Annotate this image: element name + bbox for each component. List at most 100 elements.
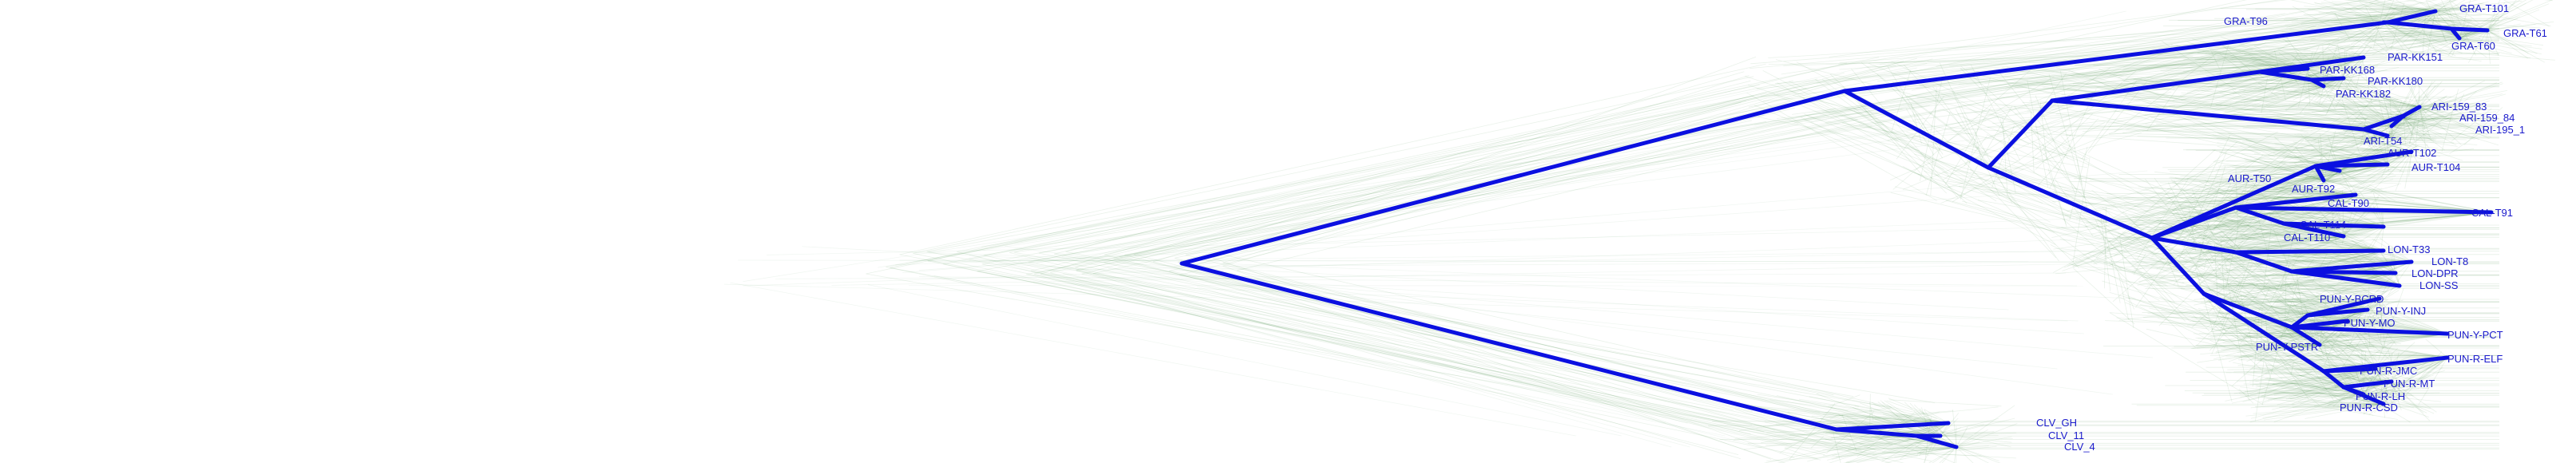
cloud-fan-line: [1005, 246, 2113, 395]
branch-punr-punr2: [2321, 369, 2346, 390]
tip-label-ari-195_1: ARI-195_1: [2475, 124, 2525, 136]
cloud-fan-line: [928, 251, 2136, 299]
cloud-tree-46: [913, 3, 2492, 462]
cloud-fan-line: [933, 275, 1726, 437]
branch-lon-LON-T33: [2233, 248, 2386, 255]
branch-pun-puny: [2201, 291, 2294, 330]
branch-low-lon: [2150, 235, 2238, 255]
branch-lon2-LON-SS: [2289, 269, 2402, 288]
cloud-fan-line: [767, 226, 2088, 255]
tip-label-pun-r-lh: PUN-R-LH: [2356, 390, 2405, 402]
cloud-fan-line: [743, 77, 2047, 282]
tip-label-clv_4: CLV_4: [2064, 441, 2095, 453]
tip-labels: GRA-T101GRA-T61GRA-T96GRA-T60PAR-KK151PA…: [2036, 2, 2547, 453]
branch-mid-low: [1986, 165, 2154, 240]
tip-label-par-kk168: PAR-KK168: [2320, 64, 2375, 76]
tip-label-par-kk182: PAR-KK182: [2336, 88, 2391, 100]
tip-label-pun-y-inj: PUN-Y-INJ: [2376, 305, 2426, 317]
cloud-fan-line: [969, 10, 2126, 260]
tip-label-gra-t101: GRA-T101: [2459, 2, 2509, 14]
branch-cal2-CAL-T110: [2281, 221, 2346, 239]
cloud-fan-line: [1083, 116, 2068, 250]
branch-clv2-CLV_4: [1914, 433, 1959, 449]
branch-cal-CAL-T90: [2233, 192, 2358, 210]
branch-aur-AUR-T104: [2313, 162, 2390, 168]
tip-label-aur-t92: AUR-T92: [2292, 183, 2335, 195]
cloud-fan-line: [918, 194, 2006, 271]
cloud-tree-10: [1038, 10, 2492, 463]
cloud-fan-line: [1173, 261, 2181, 267]
cloud-fan-line: [1065, 279, 1672, 448]
cloud-fan-line: [775, 272, 2067, 279]
tip-label-pun-r-jmc: PUN-R-JMC: [2360, 365, 2417, 377]
tip-label-pun-y-pct: PUN-Y-PCT: [2447, 329, 2503, 341]
branch-gra-gra2: [2385, 20, 2454, 31]
tip-label-ari-t54: ARI-T54: [2364, 135, 2402, 147]
tip-label-pun-r-elf: PUN-R-ELF: [2447, 353, 2503, 365]
branch-park2-PAR-KK182: [2309, 77, 2326, 89]
branch-top-mid: [1842, 89, 1991, 170]
cloud-fan-line: [730, 282, 1576, 437]
branch-cal-cal2: [2233, 205, 2286, 226]
branch-park-park2: [2257, 69, 2314, 82]
tip-label-clv_11: CLV_11: [2048, 429, 2084, 441]
branch-punr2-PUN-R-CSD: [2341, 385, 2386, 406]
tip-label-aur-t50: AUR-T50: [2228, 172, 2271, 184]
tip-label-lon-ss: LON-SS: [2419, 279, 2459, 291]
branch-ari2-ARI-195_1: [2389, 113, 2406, 129]
tip-label-cal-t110: CAL-T110: [2284, 232, 2330, 243]
cloud-fan-line: [981, 77, 2068, 247]
cloud-fan-line: [1012, 106, 2231, 262]
cloud-fan-line: [1048, 250, 2079, 271]
tip-label-lon-t33: LON-T33: [2388, 243, 2430, 255]
tip-label-pun-y-mo: PUN-Y-MO: [2344, 317, 2396, 329]
branch-ari-ari2: [2361, 113, 2406, 132]
tip-label-pun-r-mt: PUN-R-MT: [2384, 378, 2435, 390]
tip-label-clv_gh: CLV_GH: [2036, 417, 2077, 429]
branch-aur-AUR-T102: [2313, 149, 2414, 168]
cloud-fan-line: [895, 212, 2233, 266]
cloud-tree-21: [1013, 10, 2512, 463]
cloud-fan-line: [1095, 106, 2074, 242]
cloud-fan-line: [1018, 260, 1688, 424]
cloud-fan-line: [1108, 268, 2154, 358]
cloud-fan-line: [831, 261, 2205, 286]
branch-cal2-CAL-T114: [2281, 221, 2386, 229]
branch-puny2-PUN-Y-INJ: [2305, 307, 2370, 318]
branch-low-cal: [2150, 205, 2238, 240]
tip-label-gra-t60: GRA-T60: [2451, 40, 2495, 52]
branch-puny-PUN-Y-PCT: [2289, 325, 2450, 336]
cloud-fan-line: [738, 259, 2206, 263]
tip-label-pun-y-bcrd: PUN-Y-BCRD: [2320, 293, 2384, 305]
cloud-fan-line: [961, 260, 2084, 334]
cloud-fan-line: [867, 284, 1622, 437]
cloud-fan-line: [969, 254, 1690, 448]
branch-lon-lon2: [2233, 250, 2294, 274]
branch-pun-punr: [2201, 291, 2326, 374]
cloud-fan-line: [1032, 282, 2079, 322]
branch-punr2-PUN-R-MT: [2341, 379, 2394, 390]
branch-punr-PUN-R-JMC: [2321, 366, 2378, 374]
branch-clv-CLV_GH: [1834, 421, 1951, 432]
branch-clv-clv2: [1834, 427, 1919, 438]
branch-root-clv: [1179, 261, 1839, 432]
tip-label-aur-t104: AUR-T104: [2412, 161, 2460, 173]
consensus-tree: [1179, 9, 2494, 449]
branch-gra2-GRA-T60: [2449, 26, 2462, 41]
tip-label-aur-t102: AUR-T102: [2388, 147, 2436, 159]
tip-label-cal-t90: CAL-T90: [2328, 197, 2369, 209]
tip-label-gra-t96: GRA-T96: [2224, 15, 2268, 27]
tip-label-gra-t61: GRA-T61: [2503, 27, 2547, 39]
branch-gra-GRA-T101: [2385, 9, 2438, 25]
branch-lon2-LON-DPR: [2289, 269, 2398, 275]
cloud-fan-line: [969, 258, 2058, 370]
branch-par-park: [2050, 69, 2262, 103]
cloud-fan-line: [723, 283, 2068, 322]
cloud-fan-line: [918, 276, 2078, 287]
tip-label-pun-r-csd: PUN-R-CSD: [2340, 402, 2398, 414]
tip-label-par-kk180: PAR-KK180: [2368, 75, 2423, 87]
branch-mid-par: [1986, 98, 2055, 170]
tip-label-pun-y-pstr: PUN-Y-PSTR: [2256, 341, 2318, 353]
branch-ari-ARI-T54: [2361, 127, 2390, 138]
